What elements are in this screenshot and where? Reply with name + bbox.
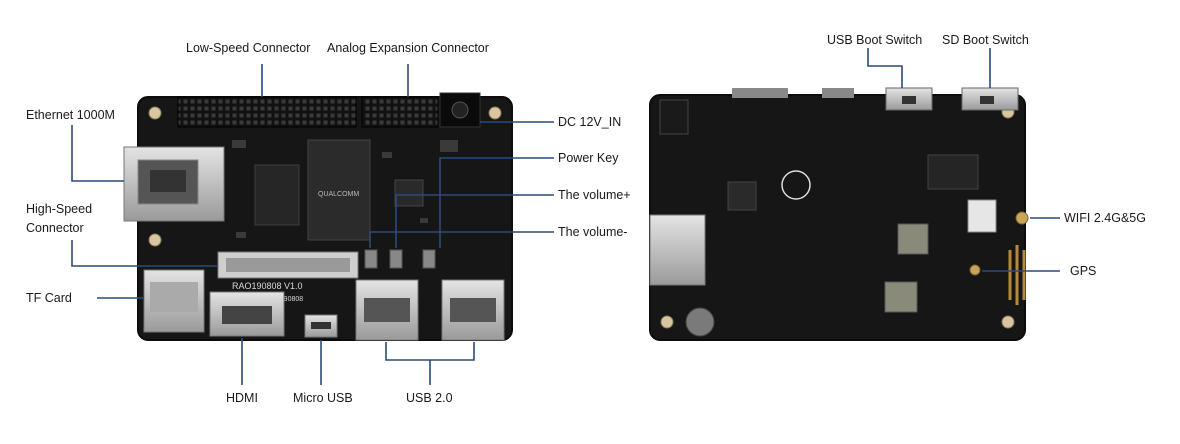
label-dc-in: DC 12V_IN <box>558 115 622 129</box>
label-high-speed-line2: Connector <box>26 221 84 235</box>
volume-up-button-part <box>389 249 403 269</box>
soc-chip <box>307 139 371 241</box>
low-speed-header <box>177 96 357 128</box>
dc-jack <box>439 92 481 128</box>
ethernet-port-back <box>649 214 706 286</box>
label-wifi: WIFI 2.4G&5G <box>1064 211 1146 225</box>
mount-hole <box>488 106 502 120</box>
label-micro-usb: Micro USB <box>293 391 353 405</box>
wifi-module-part <box>967 199 997 233</box>
power-key-button-part <box>422 249 436 269</box>
front-board: QUALCOMM RAO190808 V1.0 20190808 <box>123 92 513 341</box>
pin-header <box>659 99 689 135</box>
label-low-speed-connector: Low-Speed Connector <box>186 41 311 55</box>
mount-hole <box>148 233 162 247</box>
board-id-text: RAO190808 V1.0 <box>232 281 303 291</box>
mount-hole <box>1001 315 1015 329</box>
label-ethernet: Ethernet 1000M <box>26 108 115 122</box>
label-usb-2: USB 2.0 <box>406 391 453 405</box>
leader-line <box>867 48 903 88</box>
leader-line <box>71 125 124 182</box>
chip <box>394 179 424 207</box>
analog-header <box>361 96 439 128</box>
volume-down-button-part <box>364 249 378 269</box>
date-text: 20190808 <box>272 296 303 303</box>
label-tf-card: TF Card <box>26 291 72 305</box>
chip-brand-text: QUALCOMM <box>318 191 359 198</box>
back-board <box>649 87 1029 341</box>
leader-line <box>385 342 475 385</box>
chip <box>254 164 300 226</box>
buzzer <box>685 307 715 337</box>
leader-line <box>71 240 218 267</box>
leader-line <box>395 194 554 248</box>
leader-line <box>369 231 554 248</box>
mount-hole <box>660 315 674 329</box>
label-volume-up: The volume+ <box>558 188 631 202</box>
label-usb-boot-switch: USB Boot Switch <box>827 33 923 47</box>
leader-line <box>439 157 554 248</box>
label-hdmi: HDMI <box>226 391 258 405</box>
mount-hole <box>148 106 162 120</box>
label-volume-down: The volume- <box>558 225 628 239</box>
label-high-speed-line1: High-Speed <box>26 202 93 216</box>
leader-lines <box>71 48 1060 385</box>
label-gps: GPS <box>1070 264 1097 278</box>
label-power-key: Power Key <box>558 151 619 165</box>
label-sd-boot-switch: SD Boot Switch <box>942 33 1029 47</box>
label-analog-expansion-connector: Analog Expansion Connector <box>327 41 489 55</box>
gps-antenna-trace <box>1008 245 1026 305</box>
